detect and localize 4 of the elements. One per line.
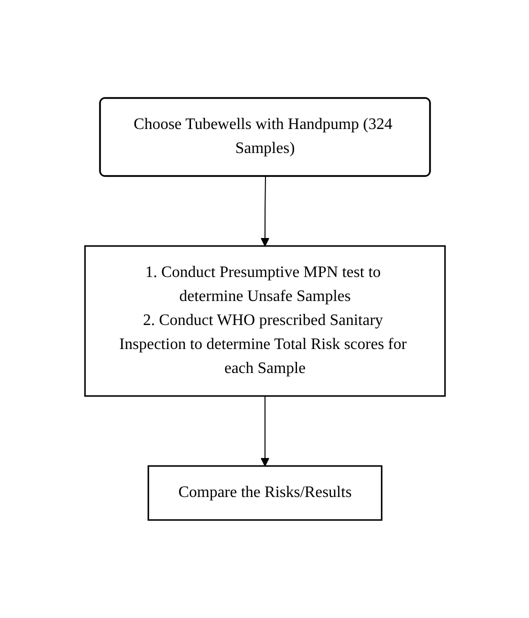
- node-box: 1. Conduct Presumptive MPN test to determine Unsafe Samples 2. Conduct WHO prescribed Sanitary Inspection to determine Total Risk scores for each Sample: [84, 245, 446, 397]
- arrow: [260, 396, 269, 466]
- node-box: Compare the Risks/Results: [147, 465, 382, 521]
- arrow: [260, 176, 269, 246]
